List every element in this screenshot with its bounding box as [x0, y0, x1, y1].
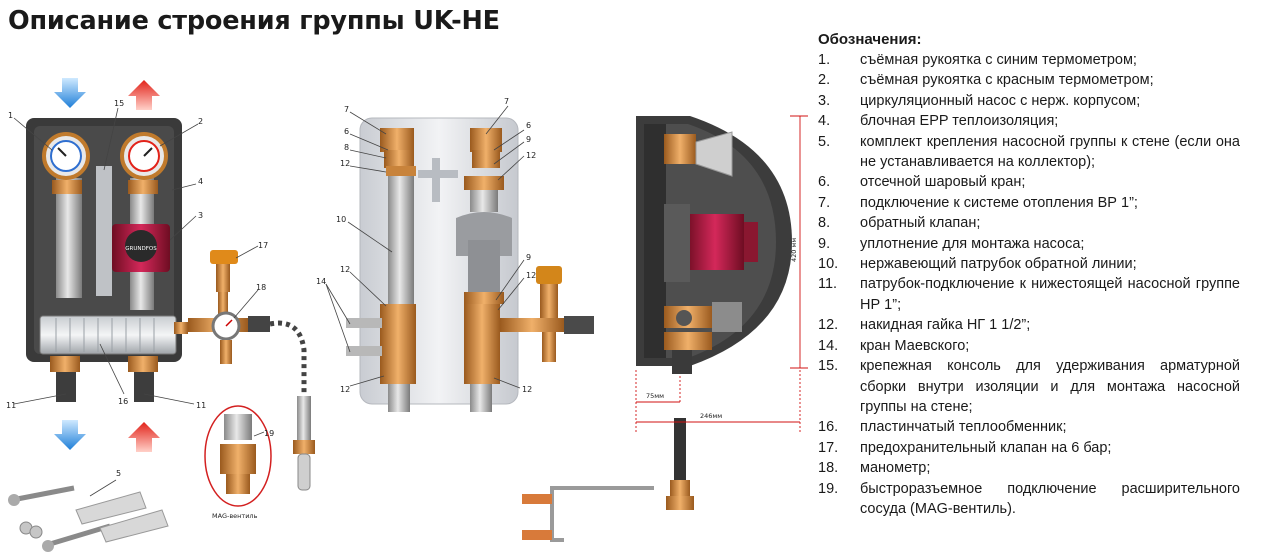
svg-text:12: 12 [526, 271, 536, 280]
section-callout-lines [325, 105, 525, 389]
plate-heat-exchanger [39, 315, 177, 355]
legend-item: 19.быстроразъемное подключение расширите… [818, 480, 1240, 517]
svg-text:12: 12 [340, 385, 350, 394]
svg-text:18: 18 [256, 283, 266, 292]
svg-text:12: 12 [526, 151, 536, 160]
svg-text:19: 19 [264, 429, 274, 438]
svg-text:420 мм: 420 мм [790, 238, 798, 262]
legend-item: 15.крепежная консоль для удерживания арм… [818, 358, 1240, 415]
legend-item: 7.подключение к системе отопления ВР 1”; [818, 194, 1138, 211]
svg-text:1: 1 [8, 111, 13, 120]
legend-item: 6.отсечной шаровый кран; [818, 174, 1026, 191]
svg-text:12: 12 [340, 265, 350, 274]
legend-item: 5.комплект крепления насосной группы к с… [818, 133, 1240, 171]
svg-text:11: 11 [196, 401, 206, 410]
front-callout-lines [13, 107, 265, 497]
hot-outflow-arrow-bottom [128, 422, 160, 452]
page-title: Описание строения группы UK-HE [8, 6, 500, 36]
pump-group-diagram: GRUNDFOS MAG-вентиль [6, 78, 808, 552]
legend-item: 14.кран Маевского; [818, 337, 970, 354]
legend-item: 16.пластинчатый теплообменник; [818, 419, 1067, 436]
dimension-labels: 420 мм 75мм 246мм [646, 238, 798, 420]
svg-text:12: 12 [522, 385, 532, 394]
front-callouts: 1 2 3 4 15 17 18 11 11 16 5 19 [6, 99, 274, 478]
dimension-lines [635, 115, 808, 432]
legend-item: 3.циркуляционный насос с нерж. корпусом; [818, 92, 1141, 109]
legend-title: Обозначения: [818, 31, 922, 48]
legend-item: 1. съёмная рукоятка с синим термометром; [818, 52, 1137, 68]
svg-text:16: 16 [118, 397, 128, 406]
svg-text:2: 2 [198, 117, 203, 126]
svg-text:10: 10 [336, 215, 346, 224]
safety-valve [216, 258, 230, 292]
legend: Обозначения: 1. съёмная рукоятка с синим… [818, 30, 1240, 519]
side-wall-kit [522, 486, 654, 542]
legend-item: 18.манометр; [818, 460, 931, 477]
legend-item: 10.нержавеющий патрубок обратной линии; [818, 256, 1137, 273]
mag-valve-label: MAG-вентиль [212, 512, 258, 520]
legend-list: 1. съёмная рукоятка с синим термометром;… [818, 50, 1240, 519]
legend-item: 17.предохранительный клапан на 6 бар; [818, 439, 1112, 456]
svg-text:6: 6 [526, 121, 531, 130]
wall-mounting-kit [8, 485, 169, 552]
expansion-hose [269, 320, 307, 396]
side-view [522, 116, 792, 542]
front-view: GRUNDFOS MAG-вентиль [8, 78, 315, 552]
svg-text:15: 15 [114, 99, 124, 108]
section-view [346, 117, 594, 412]
svg-text:7: 7 [344, 105, 349, 114]
svg-text:3: 3 [198, 211, 203, 220]
legend-item: 4.блочная EPP теплоизоляция; [818, 113, 1059, 130]
legend-item: 11.патрубок-подключение к нижестоящей на… [818, 276, 1240, 313]
svg-text:12: 12 [340, 159, 350, 168]
svg-text:246мм: 246мм [700, 412, 722, 420]
svg-text:4: 4 [198, 177, 203, 186]
hot-outflow-arrow [128, 80, 160, 110]
pump-brand-label: GRUNDFOS [125, 246, 157, 252]
svg-text:11: 11 [6, 401, 16, 410]
svg-text:9: 9 [526, 135, 531, 144]
legend-item: 9.уплотнение для монтажа насоса; [818, 235, 1085, 252]
svg-text:17: 17 [258, 241, 268, 250]
return-pipe [56, 178, 82, 298]
svg-text:8: 8 [344, 143, 349, 152]
svg-text:9: 9 [526, 253, 531, 262]
legend-item: 8.обратный клапан; [818, 215, 981, 232]
svg-text:75мм: 75мм [646, 392, 664, 400]
svg-text:7: 7 [504, 97, 509, 106]
mounting-bracket [96, 166, 112, 296]
legend-item: 12.накидная гайка НГ 1 1/2”; [818, 317, 1031, 334]
svg-text:5: 5 [116, 469, 121, 478]
legend-item: 2.съёмная рукоятка с красным термометром… [818, 72, 1154, 89]
mag-valve-highlight [204, 405, 272, 507]
cold-inflow-arrow-bottom [54, 420, 86, 450]
section-callouts: 7 6 8 12 10 12 14 12 7 6 9 12 9 12 12 [316, 97, 536, 394]
svg-text:6: 6 [344, 127, 349, 136]
svg-text:14: 14 [316, 277, 326, 286]
cold-inflow-arrow [54, 78, 86, 108]
